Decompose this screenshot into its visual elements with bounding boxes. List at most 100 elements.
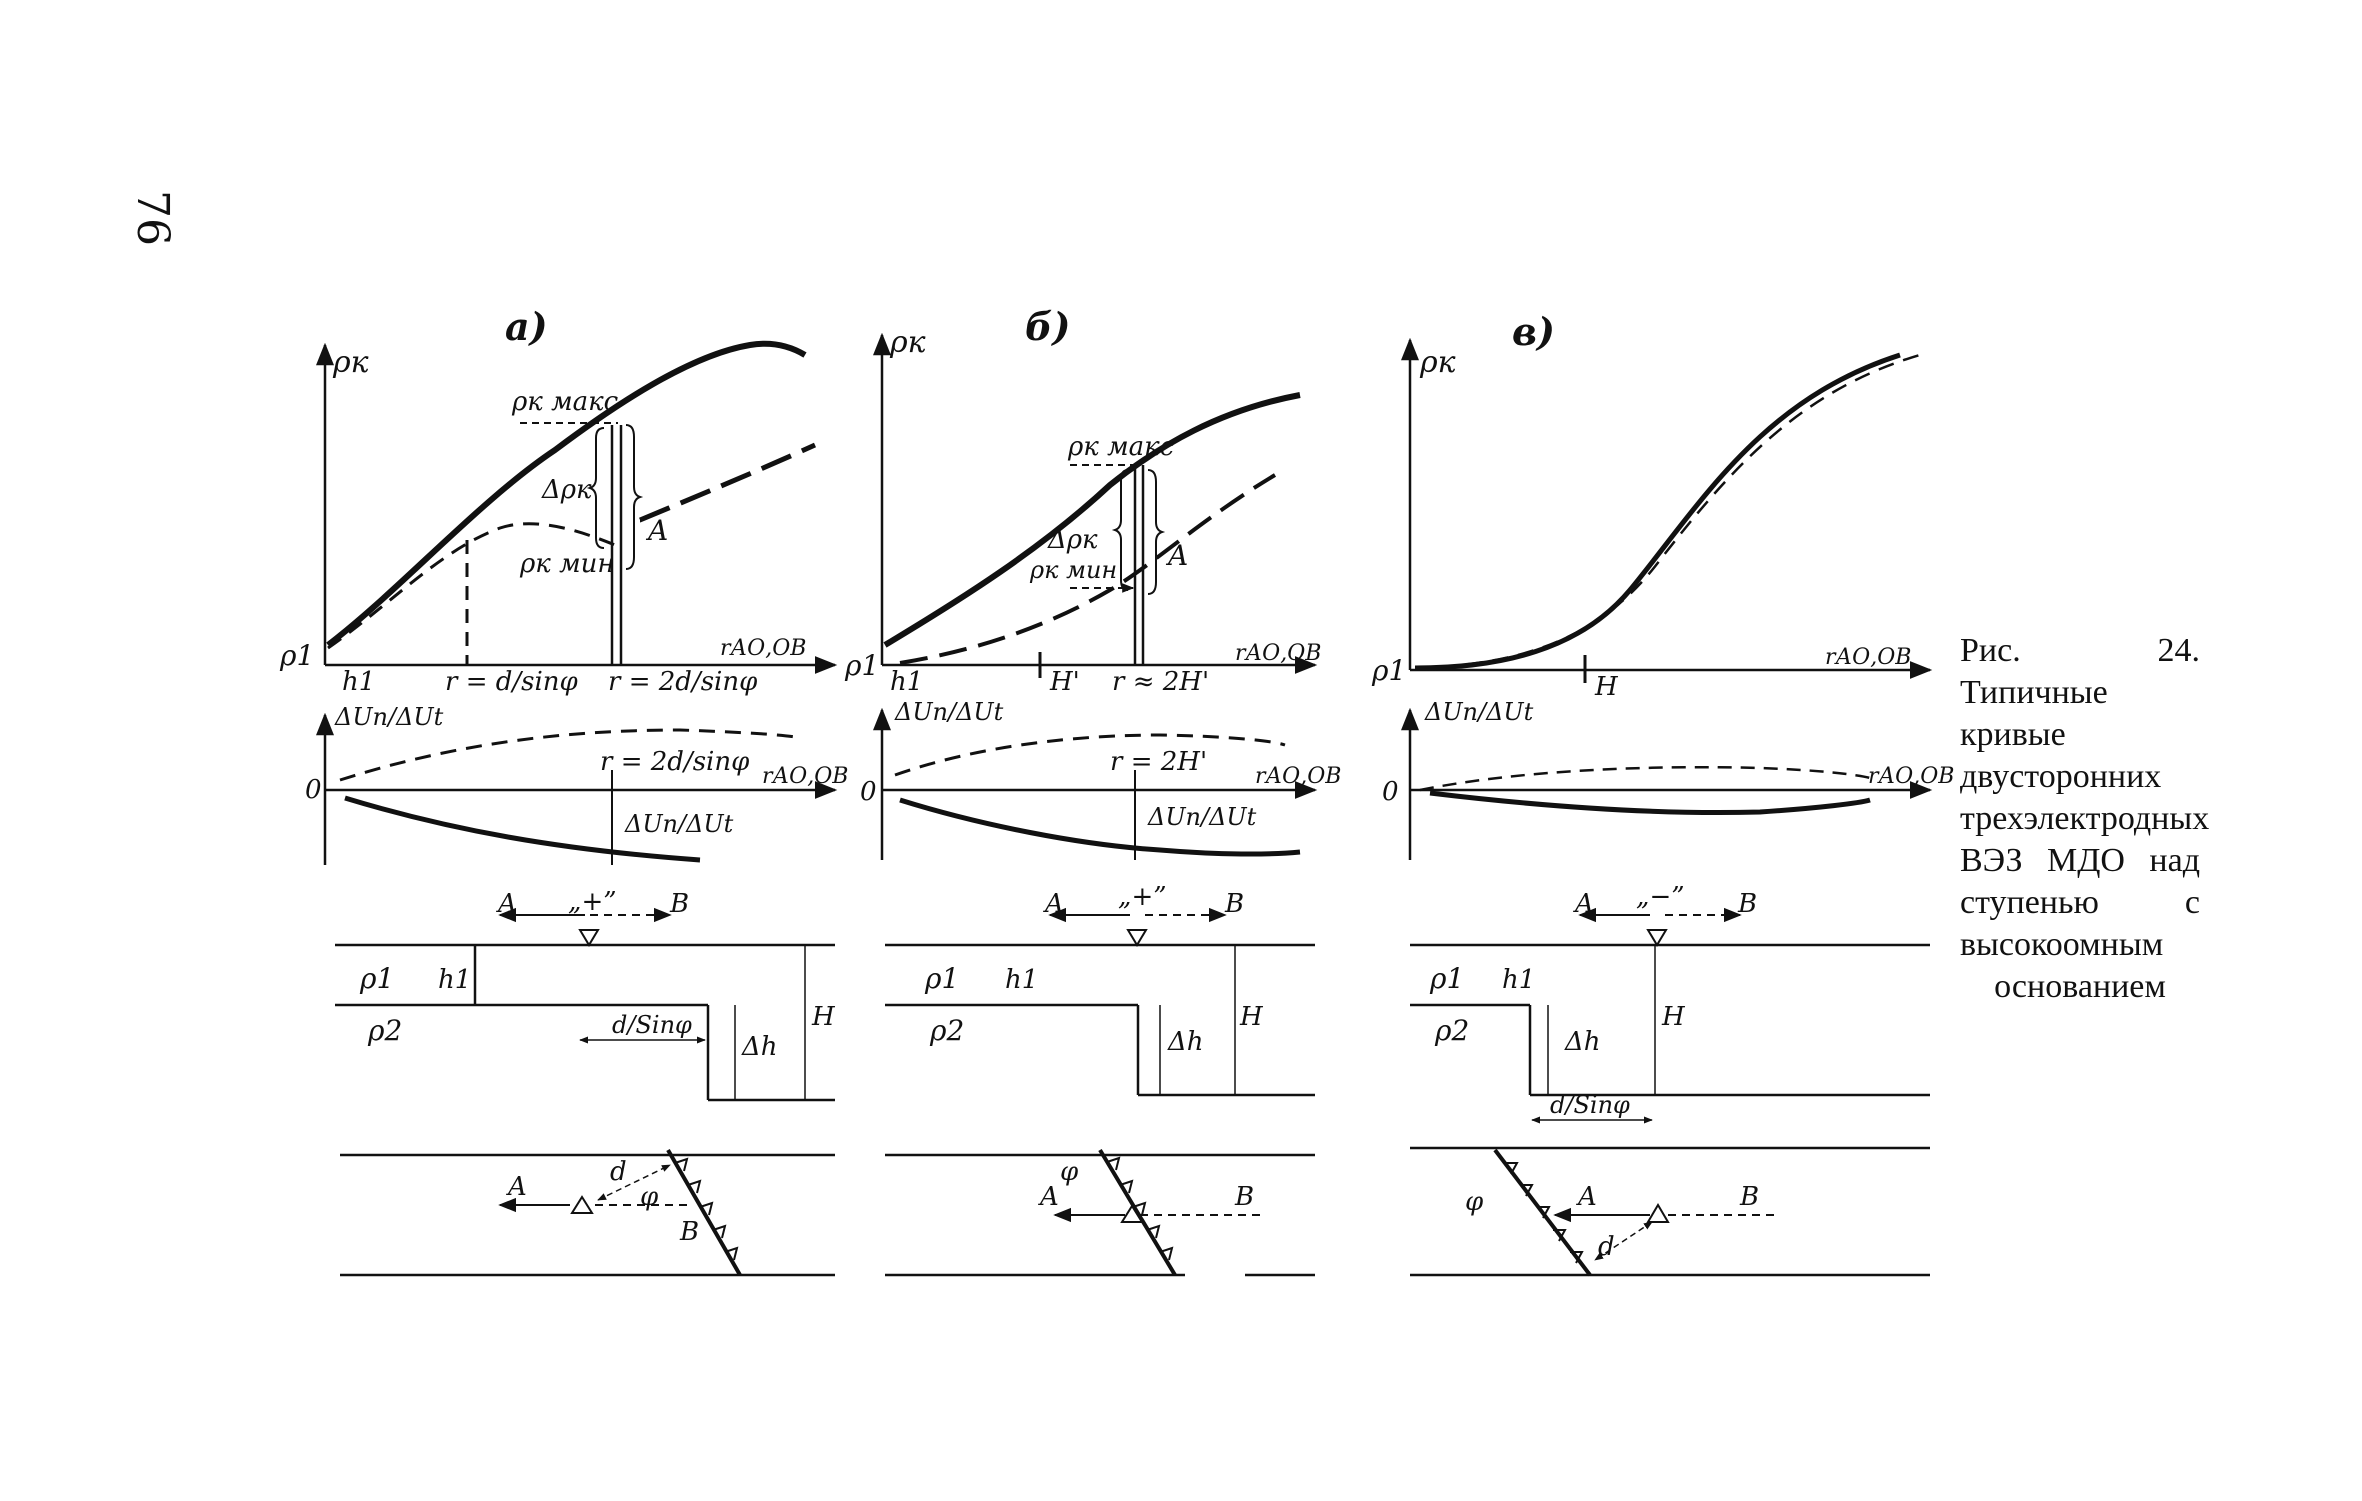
panel-a-array-A: A: [496, 889, 517, 919]
panel-c-solid-curve: [1414, 352, 1901, 671]
panel-c-plan: [1410, 1148, 1930, 1277]
panel-b-rho-1-label: ρ1: [844, 649, 879, 682]
panel-c-ratio-solid: [1429, 790, 1871, 816]
panel-a-solid-curve: [326, 340, 807, 648]
panel-b-section: [885, 907, 1315, 1097]
panel-a-tick-1: r = d/sinφ: [445, 667, 579, 697]
panel-b-ratio-label: ΔUn/ΔUt: [894, 698, 1004, 726]
panel-b-array-A: A: [1043, 889, 1064, 919]
panel-c-tick-1: H: [1594, 672, 1619, 702]
panel-c-rho-1-label: ρ1: [1371, 654, 1406, 687]
panel-b-ratio-solid: [899, 797, 1301, 857]
panel-a-h1-tick: h1: [342, 667, 375, 697]
panel-a-array-label: „+”: [568, 887, 617, 917]
panel-b-mid-x-axis: rАО,ОВ: [1255, 764, 1341, 789]
panel-b-ratio-dashed: [894, 733, 1286, 777]
panel-b-section-rho1: ρ1: [924, 962, 959, 995]
panel-b-plan-phi: φ: [1060, 1157, 1079, 1187]
panel-c-section: [1410, 907, 1930, 1150]
panel-a-plan-B: B: [679, 1217, 699, 1247]
panel-c-array-B: B: [1737, 889, 1757, 919]
panel-b-array-B: B: [1224, 889, 1244, 919]
panel-b-rho-k-label: ρк: [889, 325, 926, 360]
panel-c-section-dh: Δh: [1564, 1027, 1601, 1057]
panel-c-plan-d: [1594, 1221, 1653, 1261]
panel-a-title: а): [505, 304, 548, 349]
panel-c-plan-electrode: [1646, 1203, 1670, 1223]
panel-a-tick-2: r = 2d/sinφ: [608, 667, 758, 697]
panel-c-plan-d: d: [1598, 1232, 1615, 1262]
panel-a-ratio-chart: [316, 712, 838, 865]
panel-b-solid-curve: [883, 392, 1301, 648]
panel-a-rho-min-label: ρк мин: [519, 549, 615, 579]
panel-a-brace-a: [625, 424, 644, 570]
panel-a-plan-fault-teeth: [674, 1157, 739, 1261]
panel-c-plan-fault: [1493, 1148, 1592, 1277]
panel-a-zero: 0: [305, 775, 322, 805]
panel-a-rho-chart: [316, 340, 838, 674]
panel-b-delta-rho-label: Δρк: [1047, 525, 1098, 555]
panel-a-rho-k-label: ρк: [332, 345, 369, 380]
panel-b-section-dh: Δh: [1167, 1027, 1204, 1057]
panel-a-ratio-label: ΔUn/ΔUt: [334, 703, 444, 731]
panel-c-zero: 0: [1382, 777, 1399, 807]
panel-b-plan-B: B: [1234, 1182, 1254, 1212]
panel-b: б) ρк ρк макс Δρк ρк мин A ρ1 rАО,ОВ h1 …: [844, 304, 1341, 1277]
panel-a-plan-A: A: [506, 1172, 527, 1202]
panel-c-section-h1: h1: [1502, 965, 1535, 995]
panel-a-plan-d: d: [610, 1157, 627, 1187]
panel-a-ratio-dashed: [339, 728, 801, 782]
panel-b-brace-delta: [1111, 469, 1129, 591]
panel-b-h1-tick: h1: [890, 667, 923, 697]
panel-b-rho-chart: [873, 332, 1318, 678]
panel-a-array-B: B: [669, 889, 689, 919]
panel-c-section-rho2: ρ2: [1434, 1014, 1469, 1047]
panel-a-delta-rho-label: Δρк: [541, 475, 592, 505]
panel-c-section-H: H: [1661, 1002, 1686, 1032]
panel-c-array-A: A: [1573, 889, 1594, 919]
panel-c-electrode-triangle: [1646, 929, 1668, 947]
panel-c-array-label: „−”: [1636, 882, 1685, 912]
panel-b-brace-a: [1147, 469, 1166, 595]
panel-b-x-axis-label: rАО,ОВ: [1235, 641, 1321, 666]
panel-a-plan-d: [597, 1164, 671, 1201]
panel-a-plan-electrode: [570, 1195, 594, 1214]
panel-b-plan-fault-teeth: [1106, 1156, 1174, 1261]
panel-a-section-H: H: [811, 1002, 836, 1032]
panel-a-rho-1-label: ρ1: [279, 639, 314, 672]
panel-a-section-rho2: ρ2: [367, 1014, 402, 1047]
panel-b-electrode-triangle: [1126, 929, 1148, 947]
panel-b-section-h1: h1: [1005, 965, 1038, 995]
panel-b-rho-min-label: ρк мин: [1029, 556, 1117, 584]
panel-a-rho-max-label: ρк макс: [511, 387, 619, 417]
panel-a-curve-a-label: A: [645, 514, 668, 547]
panel-c: в) ρк ρ1 rАО,ОВ H ΔUn/ΔUt 0 rАО,ОВ: [1371, 309, 1954, 1277]
panel-c-plan-phi: φ: [1465, 1187, 1484, 1217]
panel-a-section-h1: h1: [438, 965, 471, 995]
panel-c-mid-x-axis: rАО,ОВ: [1868, 764, 1954, 789]
panel-b-title: б): [1025, 304, 1070, 349]
panel-c-title: в): [1512, 309, 1555, 354]
panel-c-dashed-curve: [1414, 353, 1921, 670]
panel-a-dashed-curve: [327, 522, 616, 650]
panel-c-ratio-dashed: [1419, 765, 1871, 792]
panel-b-tick-1: H': [1049, 667, 1080, 697]
panel-a-electrode-triangle: [578, 929, 600, 947]
panel-a-section: [335, 907, 835, 1102]
panel-c-ratio-chart: [1401, 707, 1933, 860]
panel-a-mid-label: r = 2d/sinφ: [600, 747, 750, 777]
panel-b-plan-electrode: [1120, 1204, 1144, 1223]
panel-a-x-axis-label: rАО,ОВ: [720, 636, 806, 661]
panel-a-section-dh: Δh: [741, 1032, 778, 1062]
panel-a-ratio-solid: [344, 795, 701, 863]
panel-c-plan-B: B: [1739, 1182, 1759, 1212]
panel-c-rho-chart: [1401, 337, 1933, 683]
panel-a: а) ρк ρк макс Δρк ρк мин A ρ1 rАО,ОВ h1 …: [279, 304, 848, 1277]
panel-b-plan: [885, 1148, 1315, 1277]
panel-a-mid-x-axis: rАО,ОВ: [762, 764, 848, 789]
figure-caption: Рис. 24. Типичные кривые двусторонних тр…: [1960, 632, 2210, 1005]
panel-b-section-rho2: ρ2: [929, 1014, 964, 1047]
panel-b-array-label: „+”: [1118, 882, 1167, 912]
panel-c-rho-k-label: ρк: [1419, 345, 1456, 380]
